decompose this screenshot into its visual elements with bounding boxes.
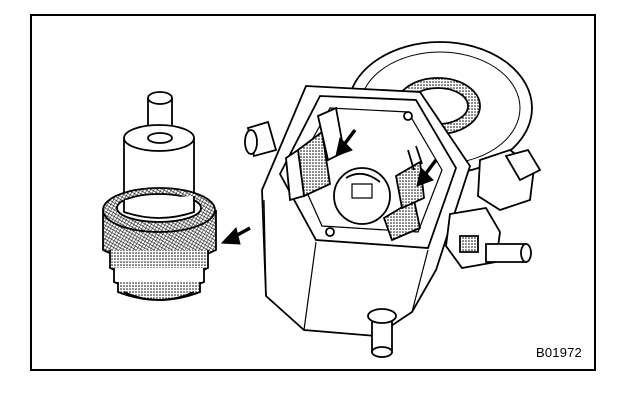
arrow-icon — [335, 128, 357, 157]
arrow-icon — [220, 226, 251, 245]
brush-holder-tool — [102, 91, 217, 301]
figure-code: B01972 — [535, 345, 582, 360]
arrow-icon — [416, 158, 438, 187]
motor-housing — [244, 41, 542, 358]
